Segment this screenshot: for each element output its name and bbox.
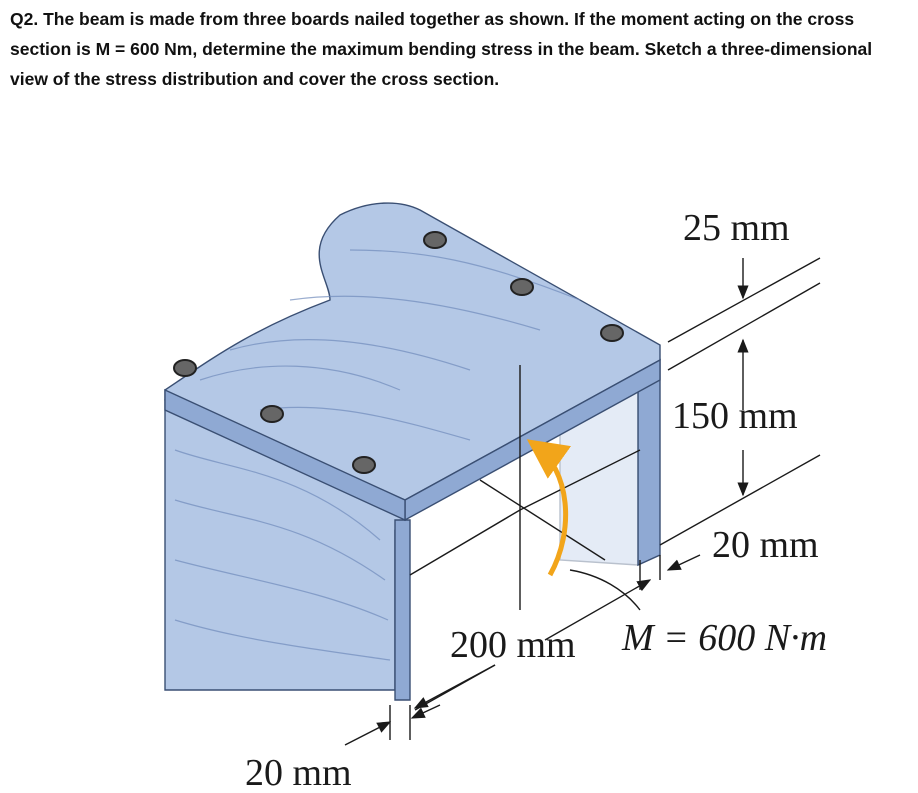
moment-leader-line [569, 569, 641, 611]
section-axes [409, 365, 641, 610]
dimension-lines-right [639, 257, 821, 590]
moment-arrow [526, 439, 572, 577]
top-flange-board [164, 202, 661, 522]
dim-web-height: 150 mm [672, 395, 798, 437]
dim-web-thickness-right: 20 mm [712, 524, 819, 566]
question-text: Q2. The beam is made from three boards n… [10, 9, 873, 89]
dimension-lines-bottom [344, 579, 652, 746]
nail-icons [173, 231, 624, 474]
dim-flange-thickness: 25 mm [683, 207, 790, 249]
dim-flange-width: 200 mm [450, 624, 576, 666]
dim-web-thickness-left: 20 mm [245, 752, 352, 793]
moment-label: M = 600 N·m [621, 617, 827, 659]
